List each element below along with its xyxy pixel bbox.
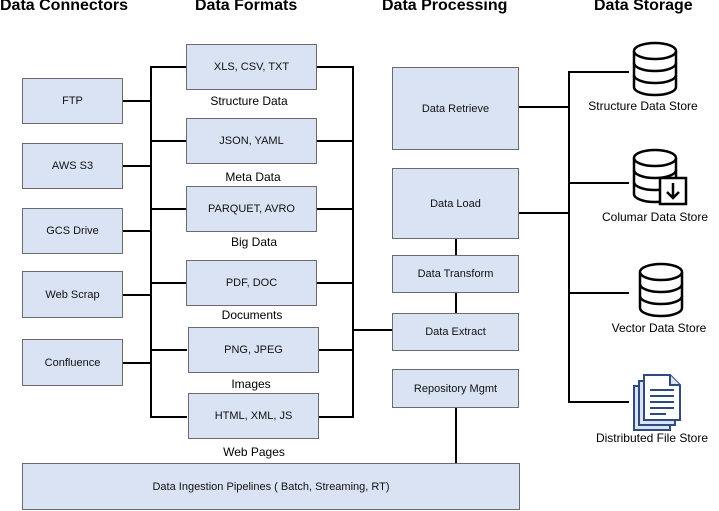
process-data-extract: Data Extract xyxy=(392,313,519,351)
connector-gcs-drive: GCS Drive xyxy=(22,208,123,254)
database-download-icon xyxy=(632,148,688,206)
storage-branch-columnar xyxy=(568,182,629,184)
format-caption-images: Images xyxy=(231,377,271,391)
connector-web-scrap: Web Scrap xyxy=(22,271,123,318)
format-right-stub xyxy=(316,208,354,210)
connector-link-aws-s3 xyxy=(122,165,152,167)
repository-to-pipeline-line xyxy=(455,407,457,465)
transform-to-extract-line xyxy=(455,292,457,314)
header-data-formats: Data Formats xyxy=(195,0,298,14)
ingestion-pipeline: Data Ingestion Pipelines ( Batch, Stream… xyxy=(22,463,520,510)
format-left-stub xyxy=(150,282,187,284)
format-right-stub xyxy=(316,66,354,68)
connector-confluence: Confluence xyxy=(22,339,123,386)
format-right-stub xyxy=(316,282,354,284)
storage-branch-vector xyxy=(568,292,629,294)
connector-ftp: FTP xyxy=(22,78,123,124)
format-left-stub xyxy=(150,349,187,351)
format-images: PNG, JPEG xyxy=(188,327,319,373)
process-data-transform: Data Transform xyxy=(392,255,519,293)
connector-trunk-line xyxy=(150,66,152,418)
format-caption-documents: Documents xyxy=(221,308,283,322)
formats-to-extract-line xyxy=(352,329,392,331)
storage-branch-file xyxy=(568,401,629,403)
storage-caption-distributed: Distributed File Store xyxy=(595,431,709,445)
documents-icon xyxy=(633,374,681,431)
format-caption-big-data: Big Data xyxy=(230,235,278,249)
header-data-connectors: Data Connectors xyxy=(0,0,129,14)
format-left-stub xyxy=(150,66,187,68)
database-icon xyxy=(638,262,684,318)
storage-trunk-line xyxy=(568,71,570,403)
format-documents: PDF, DOC xyxy=(186,260,317,306)
storage-caption-columnar: Columar Data Store xyxy=(601,210,709,224)
header-data-storage: Data Storage xyxy=(594,0,693,14)
format-right-stub xyxy=(316,140,354,142)
format-structure: XLS, CSV, TXT xyxy=(186,44,317,90)
format-left-stub xyxy=(150,140,187,142)
header-data-processing: Data Processing xyxy=(382,0,508,14)
load-to-storage-line xyxy=(518,212,570,214)
retrieve-to-storage-line xyxy=(518,106,570,108)
format-big-data: PARQUET, AVRO xyxy=(186,186,317,232)
connector-link-web-scrap xyxy=(122,294,152,296)
storage-branch-structure xyxy=(568,71,629,73)
storage-caption-structure: Structure Data Store xyxy=(588,99,698,113)
format-right-stub xyxy=(319,416,354,418)
process-data-retrieve: Data Retrieve xyxy=(392,67,519,150)
format-caption-structure: Structure Data xyxy=(210,94,288,108)
connector-link-confluence xyxy=(122,362,152,364)
connector-link-ftp xyxy=(122,100,152,102)
format-meta: JSON, YAML xyxy=(186,118,317,164)
format-left-stub xyxy=(150,208,187,210)
format-caption-web-pages: Web Pages xyxy=(223,445,285,459)
process-repository-mgmt: Repository Mgmt xyxy=(392,369,519,408)
format-trunk-line xyxy=(352,66,354,418)
storage-caption-vector: Vector Data Store xyxy=(611,321,707,335)
format-left-stub xyxy=(150,416,187,418)
connector-aws-s3: AWS S3 xyxy=(22,143,123,189)
format-right-stub xyxy=(319,349,354,351)
format-web-pages: HTML, XML, JS xyxy=(188,393,319,439)
process-data-load: Data Load xyxy=(392,168,519,239)
connector-link-gcs-drive xyxy=(122,230,152,232)
load-to-transform-line xyxy=(455,238,457,256)
database-icon xyxy=(632,41,678,97)
format-caption-meta: Meta Data xyxy=(225,170,281,184)
